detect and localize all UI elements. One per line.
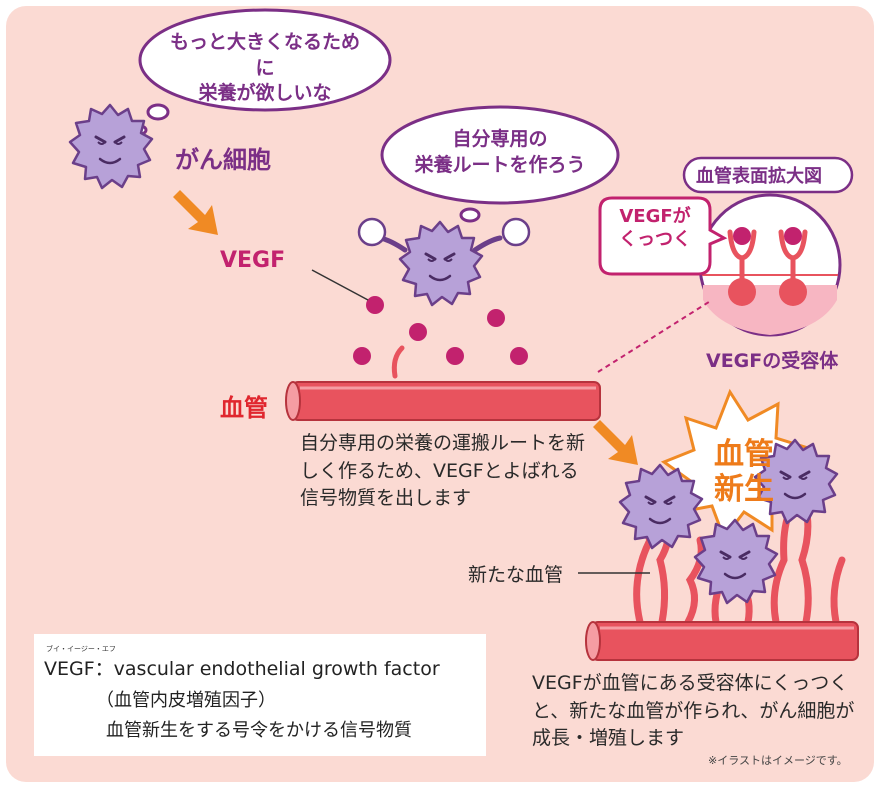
new-vessel-label: 新たな血管 bbox=[468, 564, 564, 586]
vegf-molecules bbox=[353, 296, 528, 365]
definition-box: ブイ・イージー・エフ VEGF：vascular endothelial gro… bbox=[34, 634, 486, 756]
vegf-attach-text: VEGFが くっつく bbox=[619, 206, 691, 251]
blood-vessel-bottom bbox=[585, 621, 859, 661]
description-1: 自分専用の栄養の運搬ルートを新しく作るため、VEGFとよばれる信号物質を出します bbox=[300, 432, 586, 510]
zoom-circle bbox=[698, 193, 842, 337]
vegf-label: VEGF bbox=[220, 248, 286, 273]
cell-arms bbox=[357, 217, 531, 253]
route-thought-text: 自分専用の 栄養ルートを作ろう bbox=[414, 128, 586, 176]
blood-vessel-label: 血管 bbox=[220, 394, 268, 422]
zoom-title: 血管表面拡大図 bbox=[696, 166, 822, 187]
cancer-thought-text: もっと大きくなるために 栄養が欲しいな bbox=[169, 31, 360, 105]
definition-line-3: 血管新生をする号令をかける信号物質 bbox=[106, 720, 412, 741]
zoom-dashed-line bbox=[597, 299, 713, 373]
blood-vessel-top bbox=[285, 345, 601, 421]
cancer-cell-top bbox=[68, 103, 154, 190]
arrow-down-2 bbox=[593, 420, 638, 465]
cancer-cell-center bbox=[693, 518, 779, 605]
cancer-cell-label: がん細胞 bbox=[175, 146, 271, 174]
illustration-note: ※イラストはイメージです。 bbox=[708, 754, 848, 767]
cancer-cell-middle bbox=[398, 220, 484, 307]
thought-bubble-route bbox=[380, 105, 620, 223]
vegf-attach-bubble bbox=[598, 196, 728, 276]
vegf-leader-line bbox=[311, 269, 369, 301]
receptor-label: VEGFの受容体 bbox=[706, 350, 839, 372]
zoom-title-pill bbox=[682, 156, 854, 194]
definition-term: VEGF：vascular endothelial growth factor bbox=[44, 658, 440, 680]
angiogenesis-label: 血管 新生 bbox=[714, 437, 774, 507]
definition-line-2: （血管内皮増殖因子） bbox=[96, 690, 276, 711]
description-2: VEGFが血管にある受容体にくっつくと、新たな血管が作られ、がん細胞が成長・増殖… bbox=[532, 672, 855, 750]
definition-ruby: ブイ・イージー・エフ bbox=[46, 645, 116, 653]
arrow-down-1 bbox=[173, 190, 218, 235]
